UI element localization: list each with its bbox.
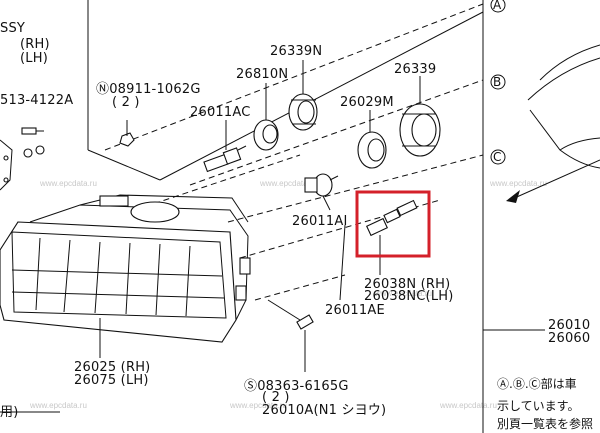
label-n-bolt-qty: ( 2 ) [112, 95, 140, 110]
label-26339: 26339 [394, 62, 436, 77]
watermark: www.epcdata.ru [374, 289, 432, 298]
nut-n [119, 120, 135, 147]
label-26339n: 26339N [270, 44, 322, 59]
watermark: www.epcdata.ru [259, 179, 317, 188]
highlight-box [355, 190, 431, 258]
watermark: www.epcdata.ru [229, 401, 287, 410]
bulb-26011ac [203, 120, 247, 173]
cap-26339 [399, 76, 441, 157]
label-assy: SSY [0, 21, 25, 36]
label-26011ai: 26011AI [292, 214, 347, 229]
watermark: www.epcdata.ru [29, 401, 87, 410]
cap-26339n [288, 60, 318, 131]
svg-text:C: C [493, 150, 501, 164]
note-line-2: 示しています。 [497, 399, 579, 413]
label-assy-rh: (RH) [20, 37, 50, 52]
label-26011ae: 26011AE [325, 303, 385, 318]
note-line-3: 別頁一覧表を参照 [497, 416, 593, 431]
socket-26810n [253, 83, 279, 151]
bulb-26011ai [304, 173, 339, 211]
guide-line-c [227, 154, 484, 223]
label-bolt-left: 513-4122A [0, 93, 73, 108]
bulb-26038n[interactable] [365, 199, 418, 275]
label-s-bolt-qty: ( 2 ) [262, 390, 290, 405]
label-26060: 26060 [548, 331, 590, 346]
label-s-bolt: Ⓢ08363-6165G [244, 379, 349, 394]
callout-a: A [490, 0, 506, 13]
watermark: www.epcdata.ru [39, 179, 97, 188]
group-border [159, 11, 484, 181]
guide-line-a [104, 3, 484, 151]
label-26010: 26010 [548, 318, 590, 333]
label-26025: 26025 (RH) [74, 360, 150, 375]
label-26810n: 26810N [236, 67, 288, 82]
label-26010a: 26010A(N1 シヨウ) [262, 403, 386, 418]
svg-text:B: B [493, 75, 501, 89]
guide-line [134, 154, 301, 211]
label-26029m: 26029M [340, 95, 394, 110]
label-26038n: 26038N (RH) [364, 277, 450, 292]
label-corner: 用) [0, 405, 18, 420]
headlamp-assembly [0, 194, 251, 358]
label-26038nc: 26038NC(LH) [364, 289, 454, 304]
label-26011ac: 26011AC [190, 105, 251, 120]
svg-text:A: A [493, 0, 502, 12]
note-line-1: Ⓐ.Ⓑ.Ⓒ部は車 [497, 376, 577, 391]
arrow-head-icon [506, 190, 520, 203]
car-silhouette [506, 44, 600, 203]
label-n-bolt: Ⓝ08911-1062G [96, 82, 201, 97]
label-26075: 26075 (LH) [74, 373, 149, 388]
guide-line-b [189, 79, 484, 186]
watermark: www.epcdata.ru [489, 179, 547, 188]
label-assy-lh: (LH) [20, 51, 48, 66]
callout-c: C [490, 149, 506, 165]
callout-b: B [490, 74, 506, 90]
guide-line [254, 274, 346, 301]
socket-26029m [357, 110, 387, 169]
leader-26011ae [339, 224, 346, 301]
bolt-left [0, 127, 45, 191]
frame-line [87, 149, 161, 181]
watermark: www.epcdata.ru [439, 401, 497, 410]
bolt-s [267, 299, 314, 372]
